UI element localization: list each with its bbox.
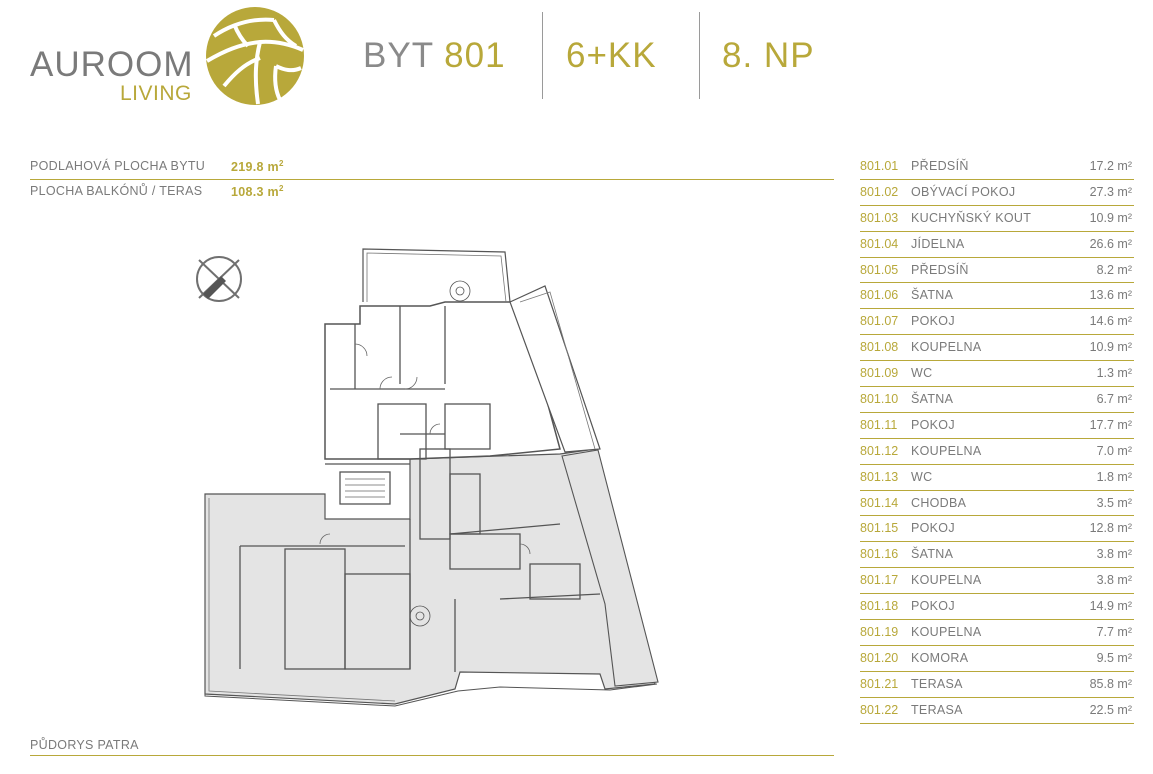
brand-logo: AUROOM LIVING xyxy=(30,6,310,106)
balcony-area-label: PLOCHA BALKÓNŮ / TERAS xyxy=(30,184,203,198)
apartment-floor: 8. NP xyxy=(722,36,815,75)
balcony-area-row: PLOCHA BALKÓNŮ / TERAS 108.3 m2 xyxy=(30,184,834,206)
brand-name: AUROOM xyxy=(30,45,194,84)
header-divider xyxy=(699,12,700,99)
compass-north-icon xyxy=(196,256,242,302)
header-divider xyxy=(542,12,543,99)
brand-sub: LIVING xyxy=(120,82,192,105)
apartment-title: BYT 801 xyxy=(363,36,506,76)
floor-area-label: PODLAHOVÁ PLOCHA BYTU xyxy=(30,159,206,173)
floor-area-value: 219.8 m2 xyxy=(231,159,284,175)
divider-line xyxy=(30,179,834,180)
apartment-label: BYT xyxy=(363,36,434,75)
floor-plan xyxy=(204,248,659,707)
balcony-area-value: 108.3 m2 xyxy=(231,184,284,200)
brand-sphere-icon xyxy=(205,7,304,105)
apartment-type: 6+KK xyxy=(566,36,657,75)
apartment-number: 801 xyxy=(444,36,506,75)
floor-area-row: PODLAHOVÁ PLOCHA BYTU 219.8 m2 xyxy=(30,159,834,181)
floor-plan-label: PŮDORYS PATRA xyxy=(30,738,139,752)
divider-line xyxy=(30,755,834,756)
